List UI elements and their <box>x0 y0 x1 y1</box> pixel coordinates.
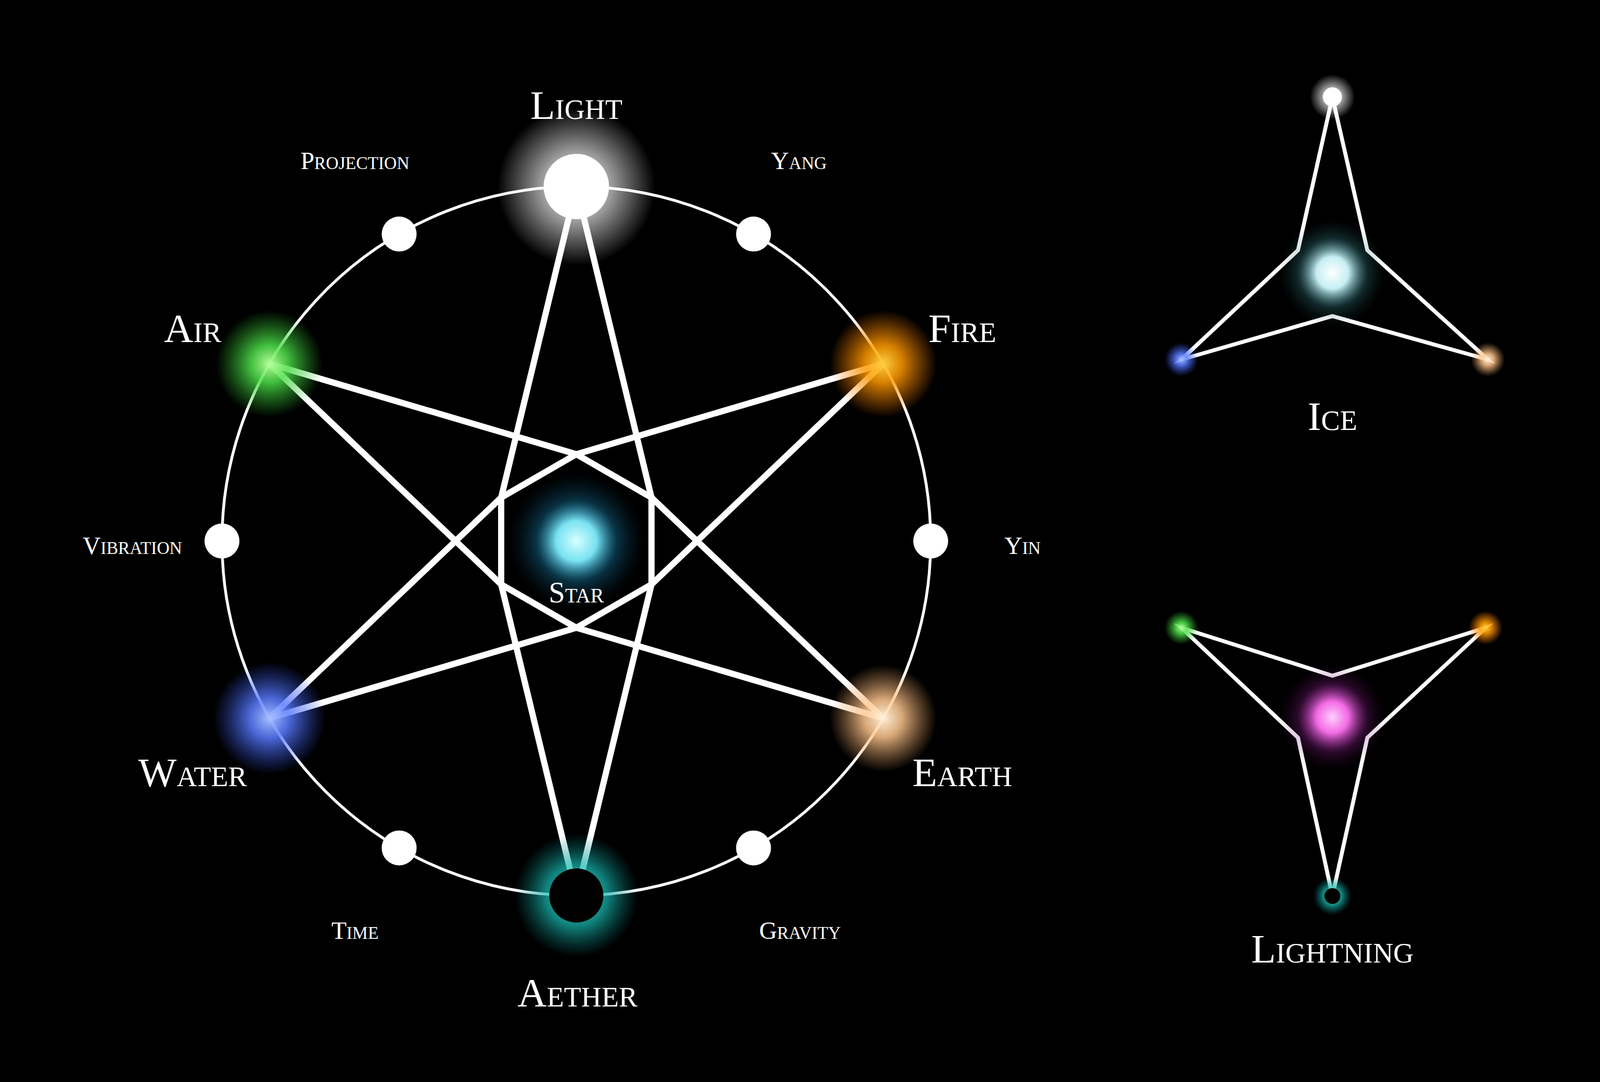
lightning-bottom-glow <box>1313 876 1352 915</box>
label-holder: Fire <box>928 305 997 353</box>
ice-right-dot <box>1470 342 1505 377</box>
label-holder: Vibration <box>82 531 182 561</box>
element-label: Star <box>548 575 604 610</box>
element-label: Yin <box>1004 531 1042 561</box>
lightning-glow <box>1278 663 1386 771</box>
element-label: Air <box>163 305 222 353</box>
label-holder: Lightning <box>1251 925 1414 973</box>
time-dot <box>381 830 417 866</box>
aether-dot <box>549 868 604 923</box>
star-lines <box>269 186 883 896</box>
ice-top-glow <box>1309 74 1355 120</box>
element-label: Gravity <box>759 916 842 946</box>
star-line <box>269 363 883 719</box>
lightning-bottom-dot <box>1324 887 1341 904</box>
element-label: Vibration <box>82 531 182 561</box>
element-label: Light <box>530 82 622 130</box>
label-holder: Gravity <box>759 916 842 946</box>
vibration-dot <box>204 523 240 559</box>
light-glow <box>497 107 656 266</box>
ice-left-dot <box>1164 342 1199 377</box>
ice-glow <box>1278 219 1386 327</box>
label-holder: Earth <box>912 749 1012 797</box>
light-dot <box>543 153 610 220</box>
label-holder: Light <box>530 82 622 130</box>
element-label: Projection <box>300 147 410 176</box>
label-holder: Air <box>163 305 222 353</box>
lightning-right-dot <box>1468 610 1503 645</box>
star-line <box>269 363 883 719</box>
label-holder: Yang <box>771 147 828 176</box>
lightning-left-dot <box>1164 610 1199 645</box>
element-label: Yang <box>771 147 828 176</box>
element-label: Lightning <box>1251 925 1414 973</box>
ice-top-dot <box>1322 87 1342 107</box>
yin-dot <box>913 523 949 559</box>
element-label: Water <box>138 749 248 797</box>
ice-star <box>1181 96 1488 360</box>
element-label: Earth <box>912 749 1012 797</box>
element-label: Aether <box>517 969 638 1017</box>
lightning-star <box>1181 627 1486 896</box>
element-label: Ice <box>1307 393 1358 440</box>
aether-glow <box>514 833 639 958</box>
star-line <box>269 363 883 719</box>
label-holder: Aether <box>517 969 638 1017</box>
air-glow <box>215 310 323 418</box>
element-label: Time <box>331 916 379 946</box>
minor-dots <box>204 216 949 865</box>
projection-dot <box>381 216 417 252</box>
label-holder: Ice <box>1307 393 1358 440</box>
label-holder: Star <box>548 575 604 610</box>
yang-dot <box>736 216 772 252</box>
label-holder: Water <box>138 749 248 797</box>
fire-glow <box>829 310 937 418</box>
gravity-dot <box>736 830 772 866</box>
label-holder: Time <box>331 916 379 946</box>
label-holder: Yin <box>1004 531 1042 561</box>
outer-ring <box>221 186 931 896</box>
label-holder: Projection <box>300 147 410 176</box>
element-label: Fire <box>928 305 997 353</box>
star-line <box>269 363 883 719</box>
